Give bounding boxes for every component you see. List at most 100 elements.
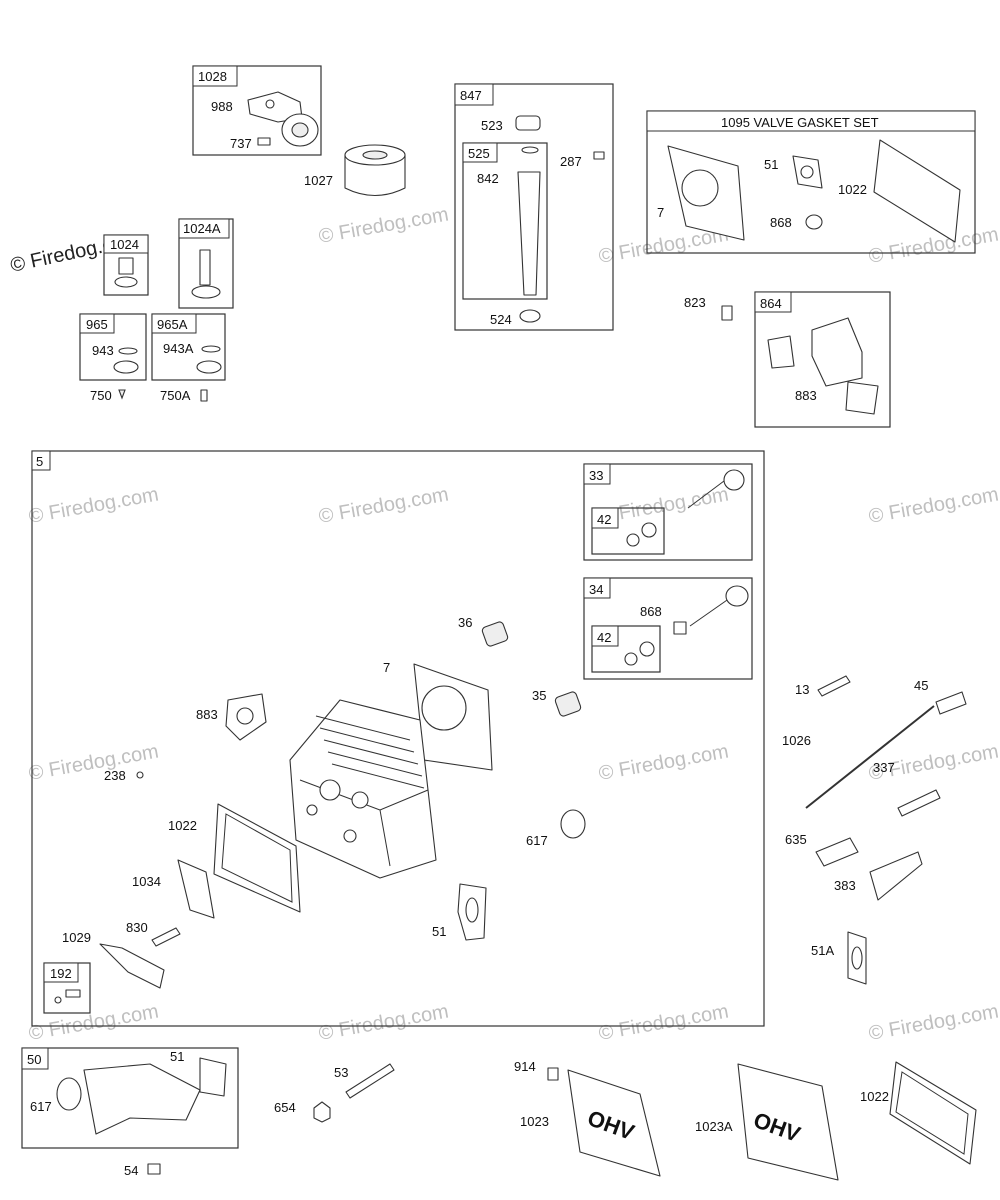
pushrod-1026 (805, 705, 935, 809)
head-gasket-7b-bore (421, 685, 467, 731)
label-1024: 1024 (110, 237, 139, 252)
valve-stem-34 (689, 597, 731, 627)
gasket-51A-hole (851, 946, 863, 970)
label-943A: 943A (163, 341, 194, 356)
head-gasket-bore (681, 169, 719, 207)
seal-965A (196, 360, 222, 374)
box-525 (462, 142, 548, 300)
retainer-42a (626, 533, 640, 547)
part-1024A-base (191, 285, 221, 299)
part-635 (815, 837, 859, 867)
label-5: 5 (36, 454, 43, 469)
stud-53 (345, 1063, 395, 1099)
label-238: 238 (104, 768, 126, 783)
group-53: 53 654 (274, 1063, 395, 1123)
label-965: 965 (86, 317, 108, 332)
seal-868 (805, 214, 823, 230)
screw-737 (257, 137, 271, 146)
gasket-51b-hole (465, 897, 479, 923)
bolt-823 (721, 305, 733, 321)
label-1034: 1034 (132, 874, 161, 889)
part-1024-stem (118, 257, 134, 275)
label-1023A: 1023A (695, 1119, 733, 1134)
label-45: 45 (914, 678, 928, 693)
pin-238 (136, 771, 144, 779)
label-13: 13 (795, 682, 809, 697)
bolt-287 (593, 151, 605, 160)
group-864: 823 864 883 (684, 291, 891, 428)
intake-manifold-50 (83, 1063, 201, 1135)
seal-868b (673, 621, 687, 635)
keeper-42b (639, 641, 655, 657)
group-1024A: 1024A (178, 218, 234, 309)
tab-33 (583, 463, 611, 485)
adapter-core (291, 122, 309, 138)
label-750: 750 (90, 388, 112, 403)
group-5: 5 33 42 34 868 42 36 35 7 883 (31, 450, 765, 1027)
box-34 (583, 577, 753, 680)
retainer-42b (624, 652, 638, 666)
group-1028: 1028 988 737 (192, 65, 322, 156)
label-1028: 1028 (198, 69, 227, 84)
tab-864 (754, 291, 792, 313)
tab-965A (151, 313, 197, 334)
label-654: 654 (274, 1100, 296, 1115)
right-parts: 13 45 1026 337 635 383 51A (782, 675, 967, 985)
valve-cover-1023 (567, 1069, 661, 1177)
part-1024A-stem (199, 249, 211, 286)
part-192 (65, 989, 81, 998)
seal-965 (113, 360, 139, 374)
label-vg51: 51 (764, 157, 778, 172)
watermark: © Firedog.com (27, 483, 160, 527)
label-287: 287 (560, 154, 582, 169)
tab-50 (21, 1047, 49, 1070)
oring-617c (56, 1077, 82, 1111)
cover-gasket-1022c (889, 1061, 977, 1165)
label-847: 847 (460, 88, 482, 103)
bolt-54 (147, 1163, 161, 1175)
label-737: 737 (230, 136, 252, 151)
gasket-864a (767, 335, 795, 369)
box-33 (583, 463, 753, 561)
cover-gasket-1022c-inner (895, 1071, 969, 1155)
label-823: 823 (684, 295, 706, 310)
label-617: 617 (526, 833, 548, 848)
box-42b (591, 625, 661, 673)
label-42b: 42 (597, 630, 611, 645)
tab-34 (583, 577, 611, 599)
label-51A: 51A (811, 943, 834, 958)
label-524: 524 (490, 312, 512, 327)
watermark: © Firedog.com (27, 1000, 160, 1044)
label-42a: 42 (597, 512, 611, 527)
part-383 (869, 851, 923, 901)
label-830: 830 (126, 920, 148, 935)
tab-42b (591, 625, 619, 647)
label-192: 192 (50, 966, 72, 981)
label-vg7: 7 (657, 205, 664, 220)
gasket-51-hole (800, 165, 814, 179)
watermark: © Firedog.com (317, 203, 450, 247)
label-864: 864 (760, 296, 782, 311)
bolt-13 (817, 675, 851, 697)
watermark: © Firedog.com (867, 1000, 1000, 1044)
group-covers: 914 1023 OHV 1023A OHV 1022 (514, 1059, 977, 1181)
watermark: © Firedog.com (317, 483, 450, 527)
oring-dipstick (521, 146, 539, 154)
gasket-51c (199, 1057, 227, 1097)
bolt-830 (151, 927, 181, 947)
label-vg1022: 1022 (838, 182, 867, 197)
label-943: 943 (92, 343, 114, 358)
label-33: 33 (589, 468, 603, 483)
label-842: 842 (477, 171, 499, 186)
tab-42a (591, 507, 619, 529)
cover-gasket-inner (221, 813, 293, 903)
spark-plug-337 (897, 789, 941, 817)
tab-525 (462, 142, 498, 163)
label-635: 635 (785, 832, 807, 847)
part-45 (935, 691, 967, 715)
watermark: © Firedog.com (867, 483, 1000, 527)
cover-gasket-1022b (213, 803, 301, 913)
watermark: © Firedog.com (867, 223, 1000, 267)
tab-965 (79, 313, 115, 334)
